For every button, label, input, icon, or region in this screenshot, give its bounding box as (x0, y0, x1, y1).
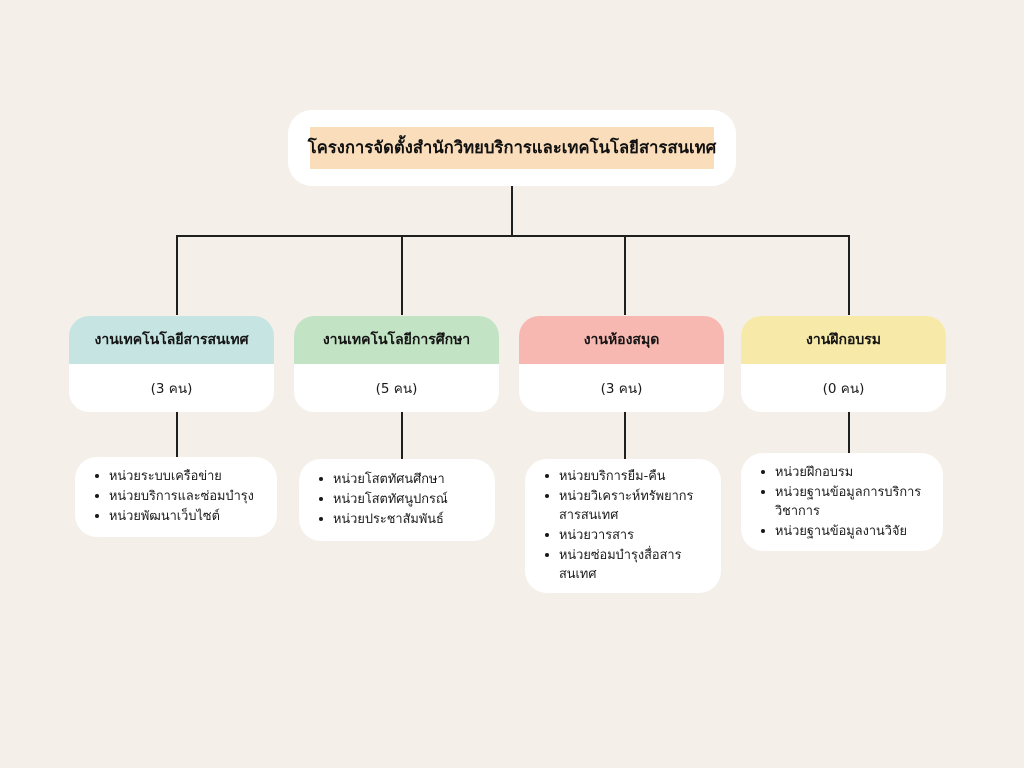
list-item: หน่วยซ่อมบำรุงสื่อสารสนเทศ (545, 546, 711, 584)
department-count-wrap-1: (3 คน) (69, 364, 274, 412)
department-card-4[interactable]: งานฝึกอบรม (0 คน) (741, 316, 946, 412)
connector-horizontal-bus (176, 235, 849, 237)
department-name-4: งานฝึกอบรม (806, 332, 881, 348)
connector-drop-dept-2 (401, 235, 403, 315)
department-header-4: งานฝึกอบรม (741, 316, 946, 364)
connector-dept-4-to-units (848, 404, 850, 454)
list-item: หน่วยประชาสัมพันธ์ (319, 510, 485, 529)
department-card-3[interactable]: งานห้องสมุด (3 คน) (519, 316, 724, 412)
unit-list-card-1[interactable]: หน่วยระบบเครือข่าย หน่วยบริการและซ่อมบำร… (75, 457, 277, 537)
list-item: หน่วยฐานข้อมูลงานวิจัย (761, 522, 933, 541)
department-name-3: งานห้องสมุด (583, 332, 660, 348)
department-name-1: งานเทคโนโลยีสารสนเทศ (94, 332, 249, 348)
department-header-2: งานเทคโนโลยีการศึกษา (294, 316, 499, 364)
department-card-1[interactable]: งานเทคโนโลยีสารสนเทศ (3 คน) (69, 316, 274, 412)
department-name-2: งานเทคโนโลยีการศึกษา (322, 332, 471, 348)
list-item: หน่วยฝึกอบรม (761, 463, 933, 482)
list-item: หน่วยโสตทัศนศึกษา (319, 470, 485, 489)
list-item: หน่วยวารสาร (545, 526, 711, 545)
department-header-1: งานเทคโนโลยีสารสนเทศ (69, 316, 274, 364)
unit-list-card-4[interactable]: หน่วยฝึกอบรม หน่วยฐานข้อมูลการบริการวิชา… (741, 453, 943, 551)
department-count-3: (3 คน) (600, 381, 643, 397)
list-item: หน่วยวิเคราะห์ทรัพยากรสารสนเทศ (545, 487, 711, 525)
root-node[interactable]: โครงการจัดตั้งสำนักวิทยบริการและเทคโนโลย… (288, 110, 736, 186)
connector-drop-dept-4 (848, 235, 850, 315)
connector-dept-3-to-units (624, 404, 626, 460)
department-count-wrap-3: (3 คน) (519, 364, 724, 412)
department-count-wrap-4: (0 คน) (741, 364, 946, 412)
unit-list-1: หน่วยระบบเครือข่าย หน่วยบริการและซ่อมบำร… (75, 467, 277, 527)
department-count-wrap-2: (5 คน) (294, 364, 499, 412)
unit-list-4: หน่วยฝึกอบรม หน่วยฐานข้อมูลการบริการวิชา… (741, 463, 943, 542)
list-item: หน่วยโสตทัศนูปกรณ์ (319, 490, 485, 509)
department-header-3: งานห้องสมุด (519, 316, 724, 364)
connector-drop-dept-3 (624, 235, 626, 315)
connector-dept-1-to-units (176, 404, 178, 458)
list-item: หน่วยระบบเครือข่าย (95, 467, 267, 486)
list-item: หน่วยพัฒนาเว็บไซต์ (95, 507, 267, 526)
unit-list-2: หน่วยโสตทัศนศึกษา หน่วยโสตทัศนูปกรณ์ หน่… (299, 470, 495, 530)
list-item: หน่วยบริการและซ่อมบำรุง (95, 487, 267, 506)
department-count-2: (5 คน) (375, 381, 418, 397)
unit-list-card-2[interactable]: หน่วยโสตทัศนศึกษา หน่วยโสตทัศนูปกรณ์ หน่… (299, 459, 495, 541)
connector-root-stem (511, 186, 513, 236)
connector-drop-dept-1 (176, 235, 178, 315)
root-node-label: โครงการจัดตั้งสำนักวิทยบริการและเทคโนโลย… (307, 138, 717, 157)
unit-list-card-3[interactable]: หน่วยบริการยืม-คืน หน่วยวิเคราะห์ทรัพยาก… (525, 459, 721, 593)
unit-list-3: หน่วยบริการยืม-คืน หน่วยวิเคราะห์ทรัพยาก… (525, 467, 721, 585)
list-item: หน่วยบริการยืม-คืน (545, 467, 711, 486)
department-count-4: (0 คน) (822, 381, 865, 397)
list-item: หน่วยฐานข้อมูลการบริการวิชาการ (761, 483, 933, 521)
root-node-band: โครงการจัดตั้งสำนักวิทยบริการและเทคโนโลย… (307, 127, 717, 169)
connector-dept-2-to-units (401, 404, 403, 460)
department-count-1: (3 คน) (150, 381, 193, 397)
department-card-2[interactable]: งานเทคโนโลยีการศึกษา (5 คน) (294, 316, 499, 412)
